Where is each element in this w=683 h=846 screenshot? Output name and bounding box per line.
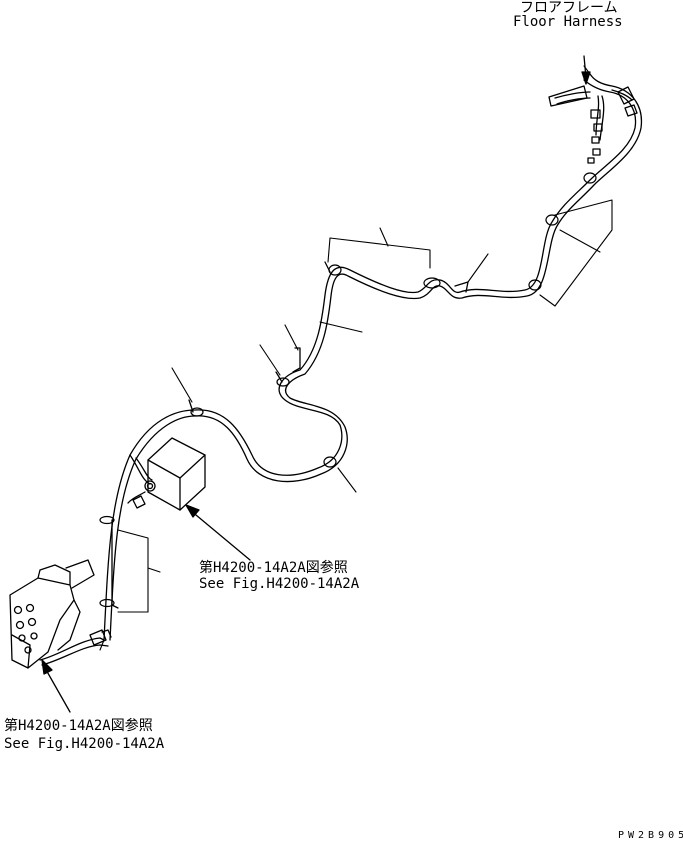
branch-wires [39, 89, 633, 666]
drawing-code: PW2B905 [618, 830, 683, 841]
clamp-brackets [111, 261, 469, 609]
reference-note-lower-jp: 第H4200-14A2A図参照 [4, 718, 153, 734]
main-harness-wire [103, 73, 643, 641]
reference-arrows [41, 55, 591, 713]
floor-harness-label-jp: フロアフレーム [520, 0, 618, 16]
solenoid-valve-block [132, 437, 206, 511]
control-valve [9, 559, 112, 669]
reference-note-upper-en: See Fig.H4200-14A2A [199, 576, 360, 592]
reference-note-lower-en: See Fig.H4200-14A2A [4, 736, 165, 752]
callout-lines [99, 65, 613, 651]
floor-harness-label-en: Floor Harness [513, 14, 623, 30]
floor-harness-connectors [548, 85, 638, 164]
harness-clamps [99, 172, 597, 608]
reference-note-upper-jp: 第H4200-14A2A図参照 [199, 560, 348, 576]
